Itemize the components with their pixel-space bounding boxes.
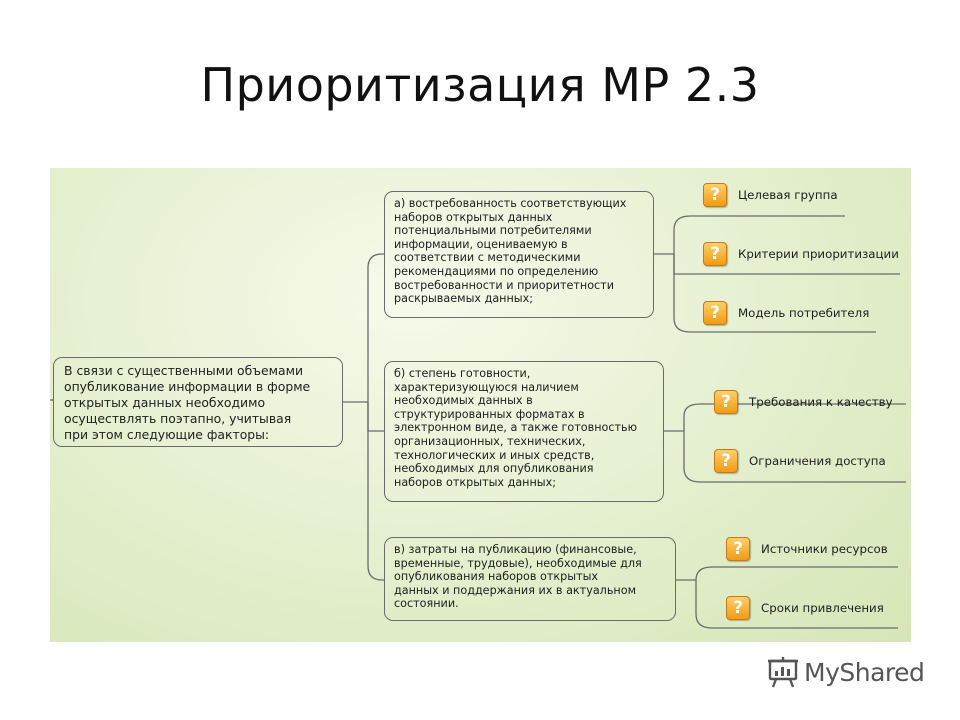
leaf-label: Требования к качеству [749,395,893,409]
leaf-node: ? Целевая группа [703,181,838,209]
root-node-text: В связи с существенными объемами опублик… [64,363,311,442]
leaf-node: ? Требования к качеству [714,388,893,416]
question-icon: ? [714,449,738,473]
leaf-node: ? Ограничения доступа [714,447,886,475]
question-icon: ? [703,242,727,266]
leaf-node: ? Источники ресурсов [726,535,888,563]
presentation-board-icon [768,657,798,688]
slide-title: Приоритизация МР 2.3 [200,58,760,112]
branch-node-a: а) востребованность соответствующих набо… [384,191,654,318]
branch-a-text: а) востребованность соответствующих набо… [394,197,627,306]
leaf-label: Целевая группа [738,188,838,202]
branch-c-text: в) затраты на публикацию (финансовые, вр… [394,543,642,611]
leaf-label: Источники ресурсов [761,542,888,556]
leaf-label: Ограничения доступа [749,454,886,468]
leaf-node: ? Сроки привлечения [726,594,884,622]
question-icon: ? [726,537,750,561]
question-icon: ? [714,390,738,414]
branch-node-b: б) степень готовности, характеризующуюся… [384,361,664,502]
question-icon: ? [703,301,727,325]
myshared-logo: MyShared [766,656,925,688]
watermark-text: MyShared [804,657,925,687]
question-icon: ? [703,183,727,207]
branch-b-text: б) степень готовности, характеризующуюся… [394,367,638,489]
branch-node-c: в) затраты на публикацию (финансовые, вр… [384,537,676,621]
leaf-label: Критерии приоритизации [738,247,899,261]
mind-map-panel: В связи с существенными объемами опублик… [50,168,911,642]
root-node: В связи с существенными объемами опублик… [53,357,343,447]
question-icon: ? [726,596,750,620]
leaf-node: ? Модель потребителя [703,299,869,327]
leaf-node: ? Критерии приоритизации [703,240,899,268]
leaf-label: Модель потребителя [738,306,870,320]
leaf-label: Сроки привлечения [761,601,884,615]
connector-lines [50,215,906,629]
